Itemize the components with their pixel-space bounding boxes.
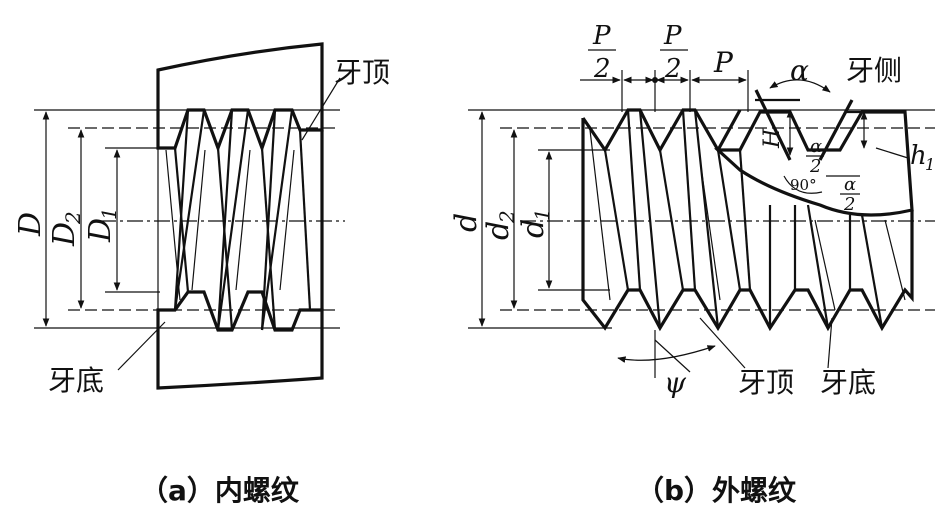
internal-bottom-section bbox=[156, 290, 324, 390]
external-thread-figure: d d 2 d 1 P 2 P 2 P α 牙侧 bbox=[449, 21, 935, 507]
label-d2: d bbox=[481, 221, 516, 240]
label-d2-sub: 2 bbox=[495, 210, 519, 224]
internal-caption: （a）内螺纹 bbox=[140, 474, 300, 507]
label-half-alpha-num-1: α bbox=[810, 136, 822, 157]
label-d1-sub: 1 bbox=[530, 208, 554, 221]
label-half-P-num-1: P bbox=[592, 21, 611, 51]
label-D: D bbox=[13, 212, 48, 237]
label-half-P-num-2: P bbox=[663, 21, 682, 51]
label-right-angle: 90° bbox=[790, 176, 817, 194]
label-D1: D bbox=[83, 218, 118, 243]
label-D2: D bbox=[47, 222, 82, 247]
label-half-P-den-2: 2 bbox=[664, 54, 682, 84]
external-root-label: 牙底 bbox=[820, 366, 876, 399]
external-caption: （b）外螺纹 bbox=[636, 474, 797, 507]
label-d1: d bbox=[516, 219, 551, 238]
label-D1-sub: 1 bbox=[97, 207, 121, 220]
internal-top-section bbox=[156, 42, 324, 153]
label-alpha: α bbox=[790, 54, 809, 87]
label-half-alpha-num-2: α bbox=[844, 174, 856, 195]
label-h1-sub: 1 bbox=[925, 155, 935, 174]
external-helix-lines bbox=[589, 109, 906, 329]
internal-crest-label: 牙顶 bbox=[334, 56, 390, 89]
label-half-alpha-den-1: 2 bbox=[809, 156, 821, 177]
label-P: P bbox=[713, 46, 734, 79]
pitch-point-marker bbox=[652, 77, 658, 83]
label-H: H bbox=[760, 128, 785, 149]
flank-label: 牙侧 bbox=[846, 54, 902, 87]
internal-thread-figure: D D 2 D 1 牙顶 牙底 （a）内螺纹 bbox=[13, 42, 390, 507]
external-crest-label: 牙顶 bbox=[738, 366, 794, 399]
external-section-cut bbox=[713, 110, 914, 217]
internal-thread-lines bbox=[157, 109, 324, 331]
label-D2-sub: 2 bbox=[61, 211, 85, 225]
label-psi: ψ bbox=[664, 366, 687, 399]
label-h1: h bbox=[910, 141, 927, 171]
label-d: d bbox=[449, 213, 484, 232]
internal-root-label: 牙底 bbox=[48, 364, 104, 397]
label-half-P-den-1: 2 bbox=[593, 54, 611, 84]
label-half-alpha-den-2: 2 bbox=[843, 194, 855, 215]
